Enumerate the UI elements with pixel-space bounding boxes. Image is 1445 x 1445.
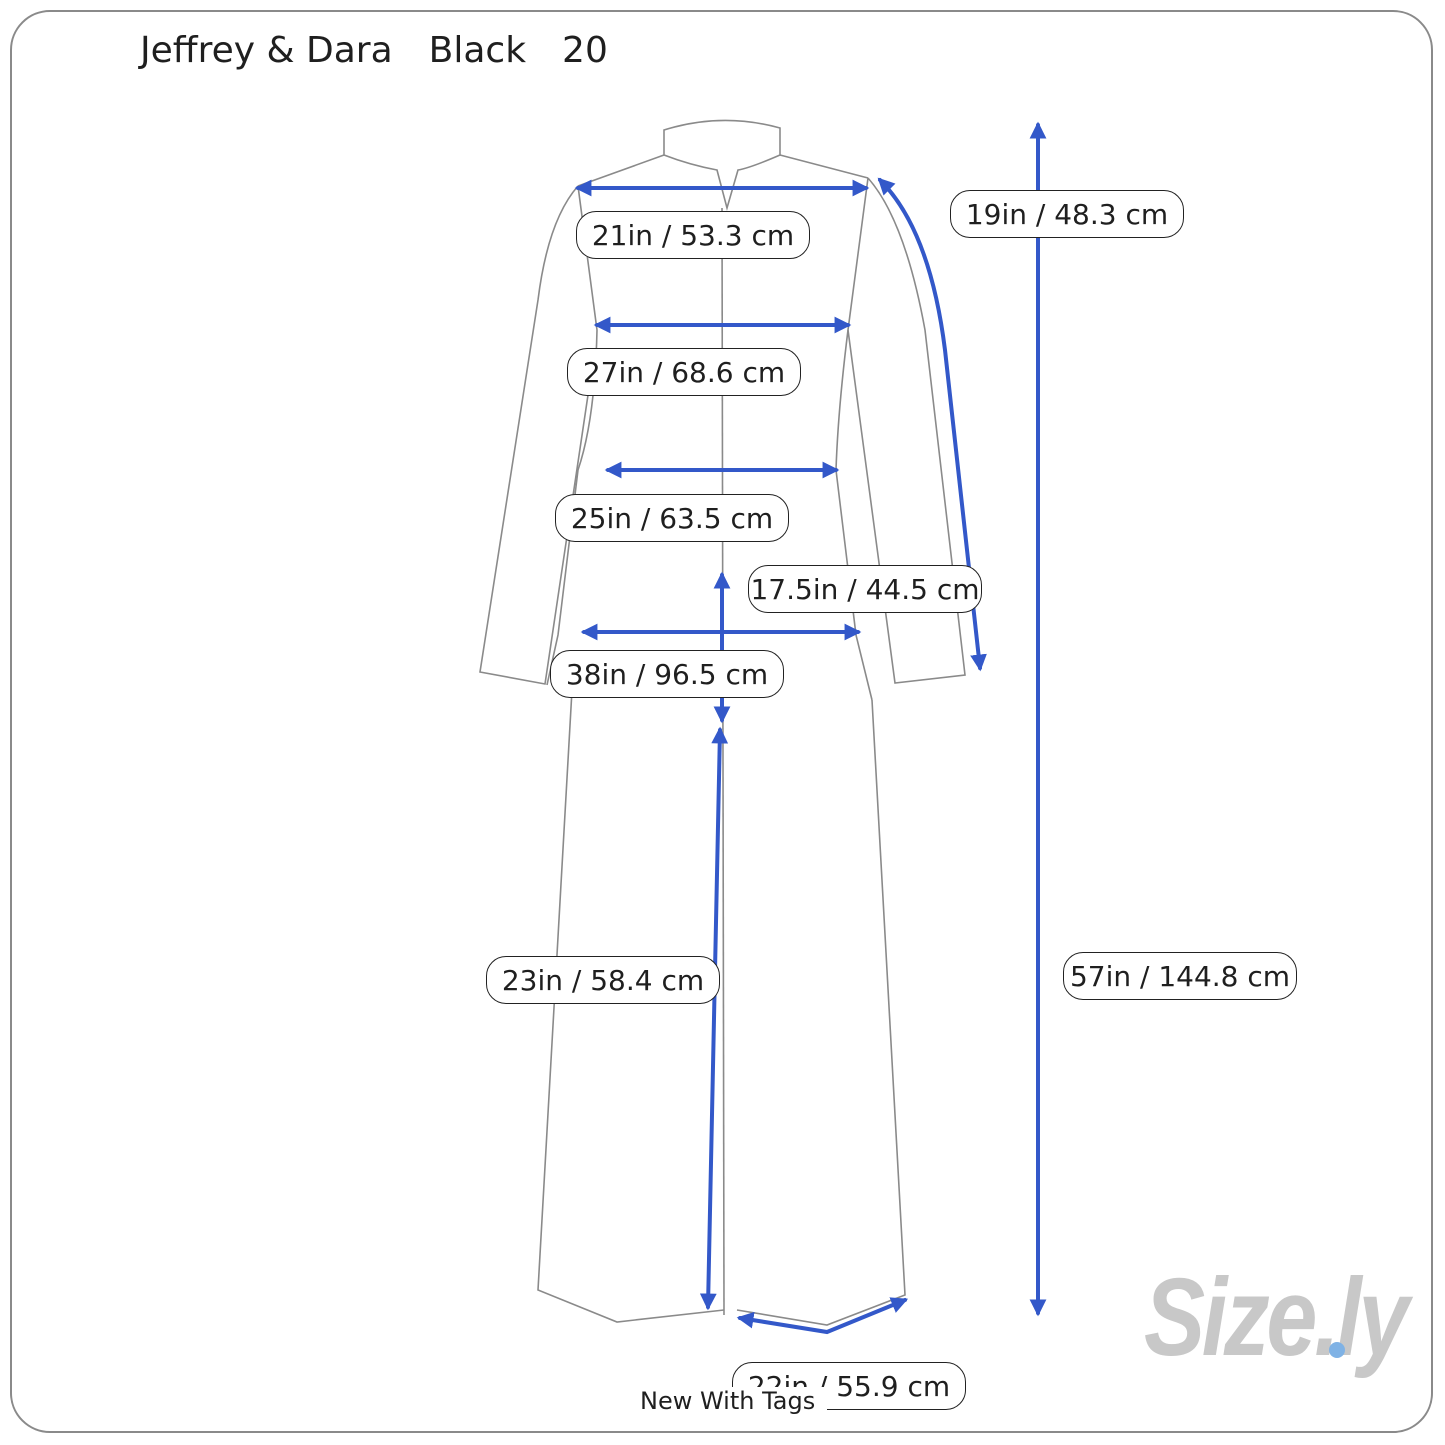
sleeve-measurement: 19in / 48.3 cm — [950, 190, 1184, 238]
bust-measurement: 27in / 68.6 cm — [567, 348, 801, 396]
garment-size: 20 — [562, 30, 608, 71]
measurement-arrows — [574, 121, 1047, 1335]
hips-measurement: 38in / 96.5 cm — [550, 650, 784, 698]
rise-measurement: 17.5in / 44.5 cm — [748, 565, 982, 613]
jumpsuit-outline — [479, 119, 966, 1326]
condition-label: New With Tags — [634, 1387, 828, 1415]
waist-measurement: 25in / 63.5 cm — [555, 494, 789, 542]
sleeve-arrow — [877, 177, 987, 672]
shoulder-measurement: 21in / 53.3 cm — [576, 211, 810, 259]
left-sleeve-outline — [479, 185, 589, 685]
bodice-left-outline — [546, 185, 598, 686]
collar-outline — [663, 119, 781, 212]
sizely-logo: Size.ly — [1144, 1256, 1415, 1379]
leg-opening-arrow — [736, 1297, 909, 1335]
left-shoulder-line — [577, 154, 665, 187]
logo-dot-icon — [1329, 1342, 1345, 1358]
logo-wordmark: Size.ly — [1144, 1256, 1413, 1379]
garment-color: Black — [428, 30, 527, 71]
brand-name: Jeffrey & Dara — [140, 30, 393, 71]
inseam-arrow — [699, 726, 729, 1311]
garment-header: Jeffrey & Dara Black 20 — [140, 30, 644, 71]
left-leg-outline — [537, 689, 725, 1323]
total-length-measurement: 57in / 144.8 cm — [1063, 952, 1297, 1000]
inseam-measurement: 23in / 58.4 cm — [486, 956, 720, 1004]
right-shoulder-line — [779, 154, 869, 179]
right-leg-outline — [736, 699, 906, 1326]
bodice-right-outline — [835, 177, 873, 701]
